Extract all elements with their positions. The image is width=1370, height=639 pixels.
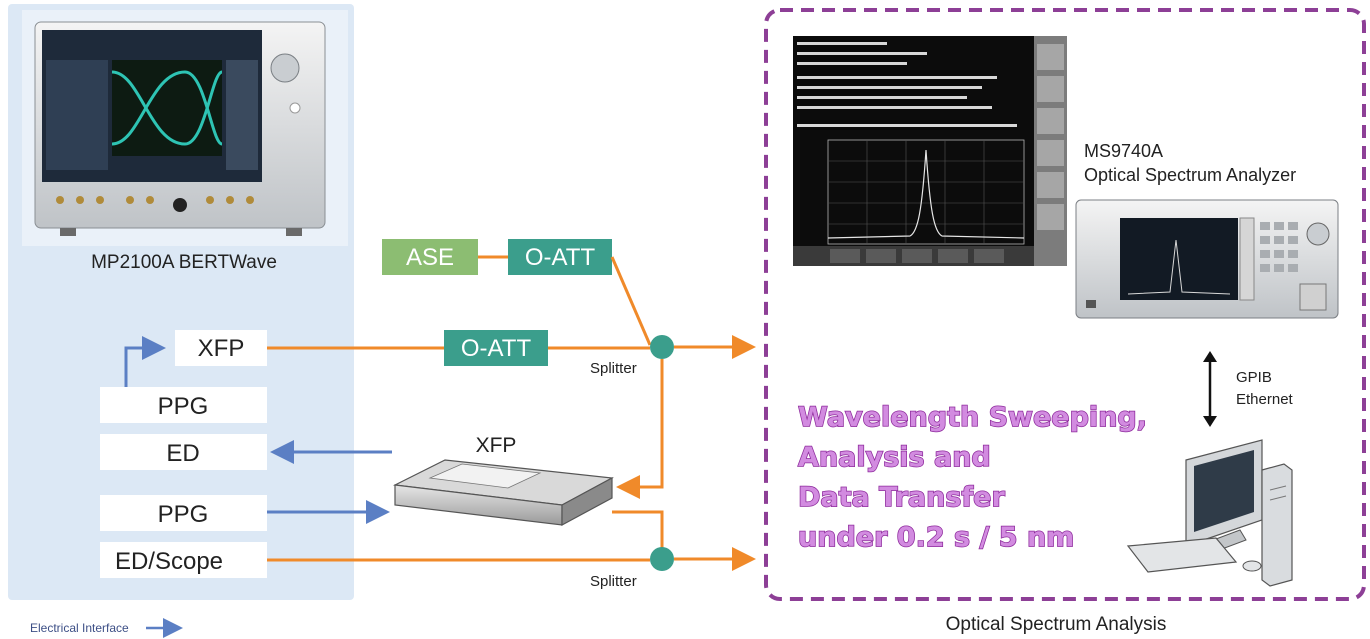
bertwave-instrument-image: [22, 10, 348, 246]
oatt-top-to-splitter-line: [610, 256, 652, 346]
splitter-top-label: Splitter: [590, 360, 637, 377]
xfp-tx-box: XFP: [175, 330, 267, 366]
ed-label: ED: [166, 440, 199, 467]
analyzer-model-label: MS9740A: [1084, 141, 1163, 161]
ppg-to-xfp-arrow: [124, 336, 166, 387]
splitter-top: [650, 335, 674, 359]
optical-analysis-caption: Optical Spectrum Analysis: [946, 614, 1167, 635]
o-att-mid-box: O-ATT: [444, 330, 548, 366]
ed-box: ED: [100, 434, 267, 470]
ppg-top-box: PPG: [100, 387, 267, 423]
o-att-top-label: O-ATT: [525, 244, 596, 271]
o-att-mid-label: O-ATT: [461, 335, 532, 362]
headline-line-2: Analysis and: [798, 442, 991, 473]
splitter-bottom-label: Splitter: [590, 573, 637, 590]
ase-box: ASE: [382, 239, 478, 275]
ppg-top-label: PPG: [158, 393, 209, 420]
splitter-to-xfp-module-arrow: [616, 359, 664, 499]
bertwave-label: MP2100A BERTWave: [91, 252, 277, 273]
ms9740a-device-image: [1075, 199, 1339, 319]
electrical-legend-label: Electrical Interface: [30, 621, 129, 635]
gpib-ethernet-link: [1203, 351, 1217, 427]
ed-scope-label: ED/Scope: [115, 548, 223, 575]
o-att-top-box: O-ATT: [508, 239, 612, 275]
ethernet-label: Ethernet: [1236, 391, 1294, 408]
gpib-label: GPIB: [1236, 369, 1272, 386]
ppg-bottom-box: PPG: [100, 495, 267, 531]
xfp-module-image: [392, 459, 614, 527]
computer-image: [1126, 439, 1293, 587]
ppg-bottom-label: PPG: [158, 501, 209, 528]
spectrum-screen-image: [793, 36, 1067, 266]
headline-line-1: Wavelength Sweeping,: [798, 402, 1147, 433]
headline-line-3: Data Transfer: [798, 482, 1005, 513]
optical-analysis-panel: [764, 8, 1366, 601]
ed-scope-box: ED/Scope: [100, 542, 267, 578]
ase-label: ASE: [406, 244, 454, 271]
analyzer-name-label: Optical Spectrum Analyzer: [1084, 165, 1296, 185]
splitter-bottom: [650, 547, 674, 571]
xfp-module-to-splitter-line: [612, 510, 664, 548]
xfp-module-label: XFP: [476, 434, 517, 457]
headline-line-4: under 0.2 s / 5 nm: [798, 522, 1074, 553]
xfp-tx-label: XFP: [198, 335, 245, 362]
